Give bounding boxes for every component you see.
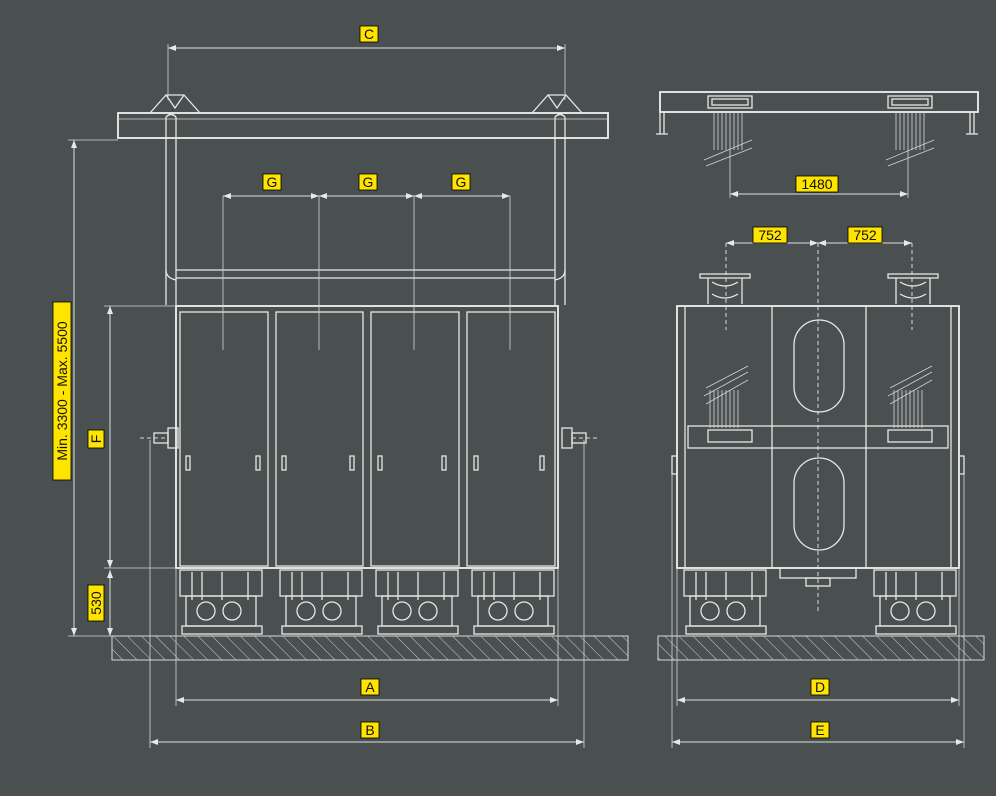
label-g-1-text: G xyxy=(267,174,278,190)
oval-opening-lower xyxy=(793,457,845,551)
label-d-text: D xyxy=(815,679,825,695)
side-top-view xyxy=(656,91,979,198)
label-g-2: G xyxy=(358,173,378,191)
label-g-1: G xyxy=(262,173,282,191)
label-b-text: B xyxy=(365,722,374,738)
ground-front xyxy=(111,635,629,661)
label-c: C xyxy=(359,25,379,43)
beam-side xyxy=(659,91,979,113)
label-530: 530 xyxy=(87,584,105,622)
transformer-body-side xyxy=(676,305,960,569)
label-a-text: A xyxy=(365,679,375,695)
lifting-lug-left xyxy=(149,94,201,114)
label-752-left: 752 xyxy=(752,226,788,244)
lifting-lug-right xyxy=(531,94,583,114)
transformer-body-front xyxy=(175,305,559,569)
label-752-right: 752 xyxy=(847,226,883,244)
label-g-2-text: G xyxy=(363,174,374,190)
label-530-text: 530 xyxy=(88,591,104,615)
label-c-text: C xyxy=(364,26,374,42)
label-b: B xyxy=(360,721,380,739)
label-1480-text: 1480 xyxy=(801,176,832,192)
label-d: D xyxy=(810,678,830,696)
wheel-assemblies-side xyxy=(683,569,957,635)
label-g-3: G xyxy=(451,173,471,191)
label-a: A xyxy=(360,678,380,696)
oval-opening-upper xyxy=(793,319,845,413)
label-1480: 1480 xyxy=(795,175,839,193)
label-height-range: Min. 3300 - Max. 5500 xyxy=(52,301,72,481)
label-752-left-text: 752 xyxy=(758,227,782,243)
label-f: F xyxy=(87,429,105,449)
side-view xyxy=(657,240,985,748)
wheel-assemblies-front xyxy=(179,569,555,635)
lifting-beam xyxy=(117,112,609,139)
label-752-right-text: 752 xyxy=(853,227,877,243)
front-view xyxy=(68,44,629,748)
ground-side xyxy=(657,635,985,661)
label-height-range-text: Min. 3300 - Max. 5500 xyxy=(54,321,70,461)
label-e-text: E xyxy=(815,722,824,738)
label-g-3-text: G xyxy=(456,174,467,190)
label-f-text: F xyxy=(88,435,104,444)
label-e: E xyxy=(810,721,830,739)
